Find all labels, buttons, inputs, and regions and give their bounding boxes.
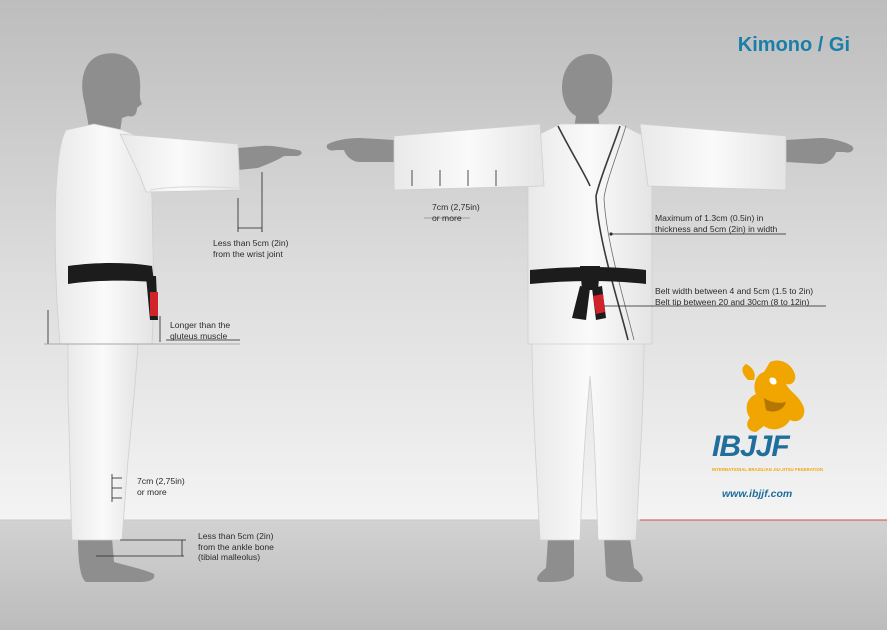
side-pants [67, 341, 139, 541]
sleeve-width-note: 7cm (2,75in) or more [432, 202, 480, 223]
side-head [82, 53, 142, 134]
logo-wordmark: IBJJF [712, 430, 790, 463]
website-link[interactable]: www.ibjjf.com [722, 488, 793, 500]
gluteus-note: Longer than the gluteus muscle [170, 320, 231, 341]
front-right-hand [786, 138, 854, 164]
ankle-note: Less than 5cm (2in) from the ankle bone … [198, 531, 274, 562]
page-title: Kimono / Gi [737, 34, 850, 56]
side-sleeve [119, 133, 241, 193]
front-belt-tip-red [593, 294, 605, 314]
side-view-figure [54, 53, 302, 582]
tiger-mascot-icon [742, 360, 805, 432]
leg-width-note: 7cm (2,75in) or more [137, 476, 185, 497]
front-head [562, 54, 613, 128]
wrist-note: Less than 5cm (2in) from the wrist joint [213, 238, 289, 259]
front-view-figure [326, 54, 854, 582]
front-right-foot [604, 538, 643, 582]
front-left-foot [537, 538, 574, 582]
front-belt-knot [580, 266, 600, 290]
front-left-hand [326, 138, 394, 162]
front-left-sleeve [393, 123, 545, 191]
side-belt-tip-red [150, 292, 158, 316]
belt-note: Belt width between 4 and 5cm (1.5 to 2in… [655, 286, 814, 307]
logo-org-name: INTERNATIONAL BRAZILIAN JIU-JITSU FEDERA… [712, 467, 823, 472]
front-measure-marks [411, 170, 826, 307]
front-right-sleeve [639, 123, 787, 191]
front-belt-tip-left [572, 286, 590, 320]
side-hand [238, 145, 302, 170]
front-pants [531, 339, 645, 541]
side-foot [78, 538, 155, 582]
side-measure-marks [44, 172, 263, 557]
lapel-note: Maximum of 1.3cm (0.5in) in thickness an… [655, 213, 778, 234]
side-belt [68, 263, 154, 284]
